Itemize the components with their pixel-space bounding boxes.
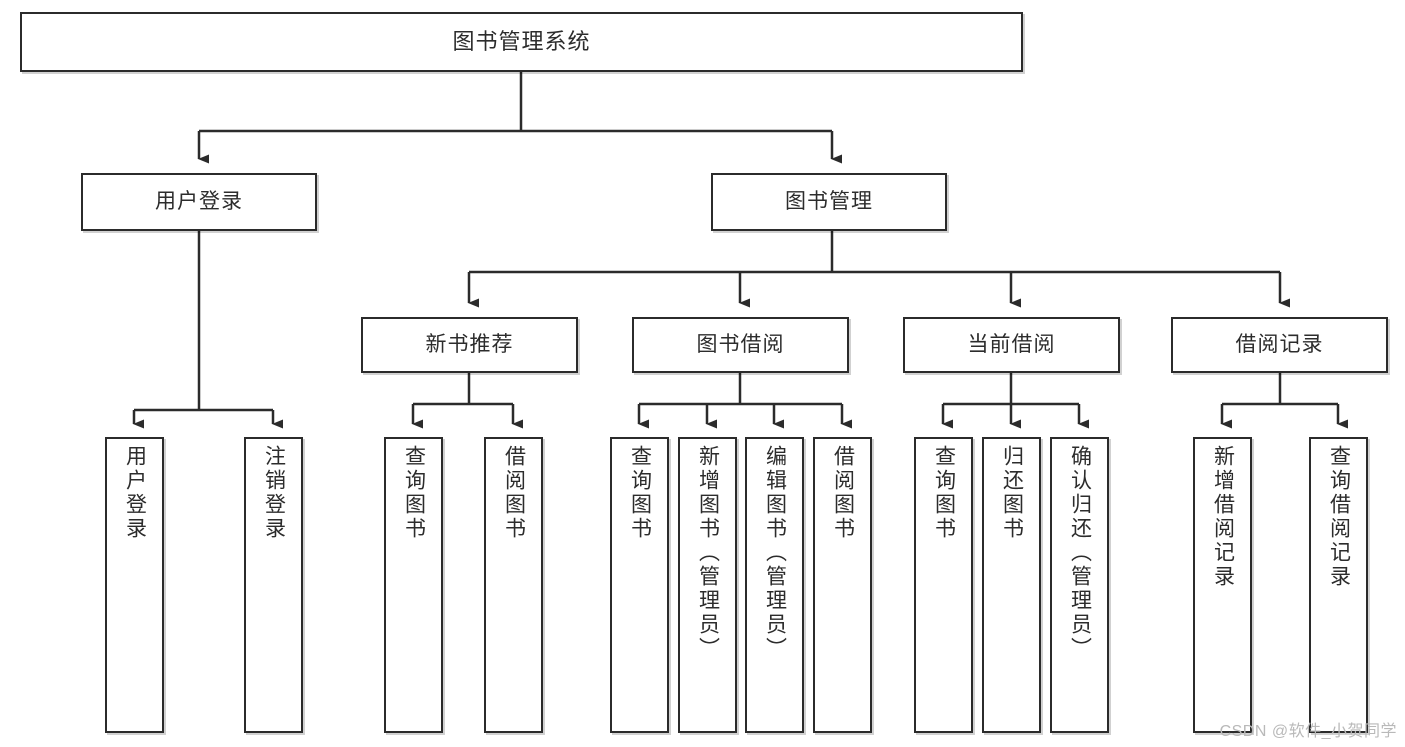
node-label: 归还图书 [1000,445,1024,541]
node-label: 查询借阅记录 [1327,445,1351,589]
node-label: 图书借阅 [696,332,785,356]
leaf-return-books[interactable]: 归还图书 [982,437,1041,733]
node-label: 查询图书 [402,445,426,541]
node-label: 图书管理 [785,189,873,213]
leaf-user-login[interactable]: 用户登录 [105,437,164,733]
leaf-add-book-admin[interactable]: 新增图书（管理员） [678,437,737,733]
node-label: 当前借阅 [967,332,1056,356]
node-label: 新增图书（管理员） [696,445,720,661]
node-label: 借阅图书 [502,445,526,541]
leaf-query-books-current[interactable]: 查询图书 [914,437,973,733]
node-root-book-management-system[interactable]: 图书管理系统 [20,12,1023,72]
node-label: 确认归还（管理员） [1068,445,1092,661]
node-borrowing-records[interactable]: 借阅记录 [1171,317,1388,373]
node-book-borrowing[interactable]: 图书借阅 [632,317,849,373]
node-new-book-recommendation[interactable]: 新书推荐 [361,317,578,373]
leaf-edit-book-admin[interactable]: 编辑图书（管理员） [745,437,804,733]
leaf-borrow-books-newbook[interactable]: 借阅图书 [484,437,543,733]
leaf-logout[interactable]: 注销登录 [244,437,303,733]
node-book-management[interactable]: 图书管理 [711,173,947,231]
node-user-login[interactable]: 用户登录 [81,173,317,231]
node-label: 注销登录 [262,445,286,541]
node-label: 借阅记录 [1235,332,1324,356]
leaf-confirm-return-admin[interactable]: 确认归还（管理员） [1050,437,1109,733]
node-label: 借阅图书 [831,445,855,541]
node-label: 图书管理系统 [452,29,591,55]
leaf-add-borrow-record[interactable]: 新增借阅记录 [1193,437,1252,733]
node-label: 编辑图书（管理员） [763,445,787,661]
node-label: 新书推荐 [425,332,514,356]
leaf-query-books-borrow[interactable]: 查询图书 [610,437,669,733]
node-current-borrowing[interactable]: 当前借阅 [903,317,1120,373]
node-label: 查询图书 [628,445,652,541]
node-label: 用户登录 [123,445,147,541]
node-label: 查询图书 [932,445,956,541]
node-label: 新增借阅记录 [1211,445,1235,589]
leaf-query-books-newbook[interactable]: 查询图书 [384,437,443,733]
node-label: 用户登录 [155,189,243,213]
leaf-query-borrow-record[interactable]: 查询借阅记录 [1309,437,1368,733]
leaf-borrow-books[interactable]: 借阅图书 [813,437,872,733]
